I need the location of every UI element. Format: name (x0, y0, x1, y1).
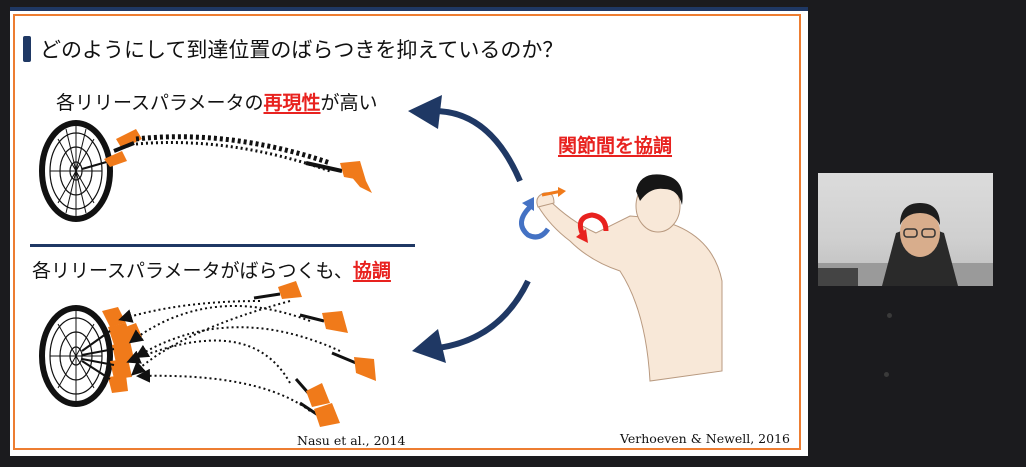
title-accent-bar (23, 36, 31, 62)
dart-icon (305, 161, 372, 193)
presentation-slide: どのようにして到達位置のばらつきを抑えているのか？ 各リリースパラメータの再現性… (10, 7, 808, 456)
video-tile[interactable] (818, 173, 993, 286)
slide-title: どのようにして到達位置のばらつきを抑えているのか？ (40, 38, 564, 62)
thrower-figure-icon (536, 174, 723, 382)
citation-right: Verhoeven & Newell, 2016 (620, 431, 790, 446)
dartboard-icon (39, 305, 113, 407)
trajectory-path (135, 141, 331, 173)
rotation-arrow-icon (577, 212, 609, 234)
dart-icon (253, 281, 376, 427)
curved-arrow-head (408, 95, 442, 129)
slide-frame (13, 14, 801, 450)
dart-icon (81, 129, 142, 170)
rotation-arrow-head (522, 197, 534, 211)
highlight-reproducibility: 再現性 (263, 92, 321, 114)
trajectory-path (118, 300, 341, 412)
rotation-arrow-head (576, 229, 588, 243)
dart-stems (81, 330, 115, 380)
webcam-participant (818, 203, 993, 286)
slide-illustration (39, 95, 723, 427)
background-speck (887, 313, 892, 318)
coordination-label: 関節間を協調 (558, 135, 673, 157)
curved-arrow-head (412, 329, 446, 363)
trajectory-path (135, 134, 331, 166)
background-speck (884, 372, 889, 377)
citation-left: Nasu et al., 2014 (297, 433, 406, 448)
section-divider (30, 244, 415, 247)
dartboard-icon (39, 120, 113, 222)
subtitle-reproducibility: 各リリースパラメータの再現性が高い (56, 92, 378, 114)
rotation-arrow-icon (519, 205, 551, 240)
highlight-coordination: 協調 (352, 260, 391, 282)
curved-arrow-icon (437, 279, 531, 351)
curved-arrow-icon (433, 108, 523, 183)
subtitle-coordination: 各リリースパラメータがばらつくも、協調 (32, 260, 391, 282)
